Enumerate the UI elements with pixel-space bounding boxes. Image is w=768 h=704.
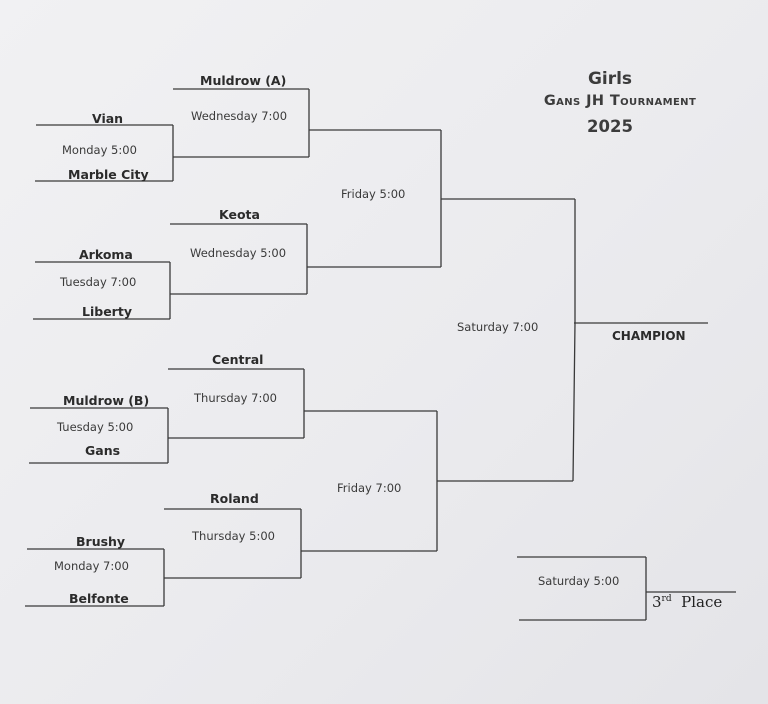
game-time-thu-700: Thursday 7:00 bbox=[194, 391, 277, 405]
connector-sat-700 bbox=[572, 199, 576, 482]
team-gans: Gans bbox=[85, 443, 121, 458]
game-time-wed-500: Wednesday 5:00 bbox=[190, 246, 287, 260]
team-keota: Keota bbox=[219, 207, 260, 222]
team-brushy: Brushy bbox=[76, 534, 126, 549]
team-belfonte: Belfonte bbox=[69, 591, 129, 606]
team-muldrow-b: Muldrow (B) bbox=[63, 393, 150, 408]
game-time-fri-500: Friday 5:00 bbox=[341, 187, 406, 201]
game-time-mon-700: Monday 7:00 bbox=[54, 559, 129, 573]
title-line-3: 2025 bbox=[587, 117, 633, 136]
game-time-sat-700: Saturday 7:00 bbox=[457, 320, 539, 334]
game-time-mon-500: Monday 5:00 bbox=[62, 143, 137, 157]
third-place-ordinal: 3 bbox=[652, 593, 662, 611]
team-vian: Vian bbox=[92, 111, 124, 126]
game-time-tue-500: Tuesday 5:00 bbox=[57, 420, 134, 434]
third-place-word: Place bbox=[681, 593, 723, 611]
title-line-1: Girls bbox=[587, 69, 633, 89]
team-muldrow-a: Muldrow (A) bbox=[200, 73, 287, 88]
team-central: Central bbox=[212, 352, 264, 367]
game-time-tue-700: Tuesday 7:00 bbox=[60, 275, 137, 289]
game-time-sat-500: Saturday 5:00 bbox=[538, 574, 620, 588]
team-roland: Roland bbox=[210, 491, 259, 506]
third-place-suffix: rd bbox=[661, 594, 672, 604]
game-time-fri-700: Friday 7:00 bbox=[337, 481, 402, 495]
third-place-label: 3rd Place bbox=[652, 593, 722, 611]
team-marble-city: Marble City bbox=[68, 167, 149, 182]
game-time-wed-700: Wednesday 7:00 bbox=[191, 109, 288, 123]
title-line-2: Gans JH Tournament bbox=[543, 93, 697, 109]
team-arkoma: Arkoma bbox=[79, 247, 133, 262]
game-time-thu-500: Thursday 5:00 bbox=[192, 529, 275, 543]
champion-label: CHAMPION bbox=[612, 329, 686, 343]
team-liberty: Liberty bbox=[82, 304, 132, 319]
